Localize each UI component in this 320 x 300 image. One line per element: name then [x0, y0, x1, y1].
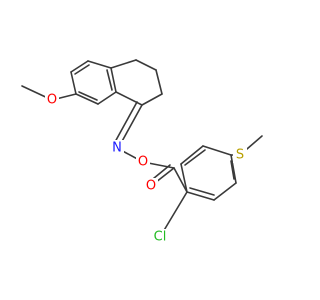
- bond-ar-5: [97, 91, 117, 105]
- bond-ar-6-inner: [78, 91, 98, 101]
- bond-sat-5: [115, 91, 143, 106]
- bond-layer: [21, 59, 263, 238]
- bond-bz-1: [180, 163, 188, 193]
- atom-o-carbonyl-label: O: [146, 179, 156, 194]
- atom-o-methoxy-label: O: [47, 93, 57, 108]
- bond-ar-4-inner: [106, 69, 113, 91]
- bond-ar-3: [87, 60, 112, 69]
- atom-o-oxime-label: O: [138, 155, 148, 170]
- bond-ar-2: [70, 60, 89, 73]
- bond-c-n-2: [114, 101, 138, 143]
- bond-bz-6: [186, 191, 215, 201]
- atom-o-methoxy: O: [45, 92, 59, 108]
- atom-s-thioether: S: [233, 147, 247, 163]
- bond-bz-1-inner: [184, 149, 206, 166]
- bond-c-n-1: [119, 104, 143, 146]
- atom-o-carbonyl: O: [144, 178, 158, 194]
- atom-o-oxime: O: [136, 154, 150, 170]
- bond-bz-5: [213, 182, 237, 201]
- bond-sat-1: [110, 59, 137, 69]
- bond-sat-2: [135, 59, 157, 71]
- atom-n-oxime-label: N: [112, 141, 122, 156]
- bond-sat-3: [155, 69, 163, 95]
- bond-bz-5-inner: [189, 187, 215, 196]
- bond-ar-6: [75, 93, 99, 105]
- bond-bz-3-inner: [230, 160, 235, 180]
- bond-bz-3: [202, 145, 232, 156]
- atom-s-thioether-label: S: [236, 148, 244, 163]
- bond-ar-1: [70, 71, 77, 95]
- bond-ar-4: [110, 67, 117, 93]
- bond-sat-4: [141, 93, 163, 106]
- bond-bz-4: [230, 154, 237, 184]
- bond-bz-2: [180, 145, 204, 165]
- molecule-diagram: O N O O S Cl: [21, 59, 263, 245]
- atom-layer: O N O O S Cl: [45, 92, 247, 245]
- atom-cl-label: Cl: [154, 230, 167, 245]
- atom-n-oxime: N: [110, 140, 124, 156]
- bond-ar-2-inner: [74, 64, 90, 75]
- atom-cl: Cl: [150, 229, 170, 245]
- bond-c-ring: [173, 167, 188, 193]
